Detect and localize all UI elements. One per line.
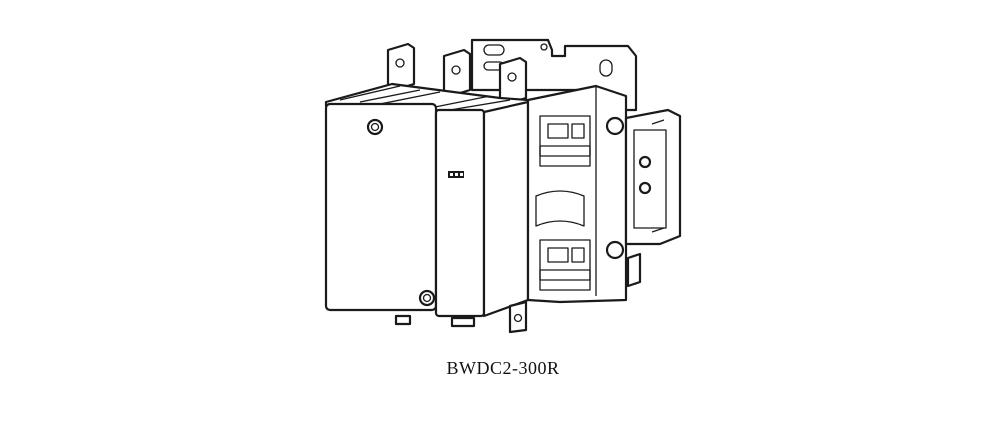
model-caption: BWDC2-300R	[446, 358, 560, 378]
contactor-drawing-icon	[324, 38, 682, 334]
